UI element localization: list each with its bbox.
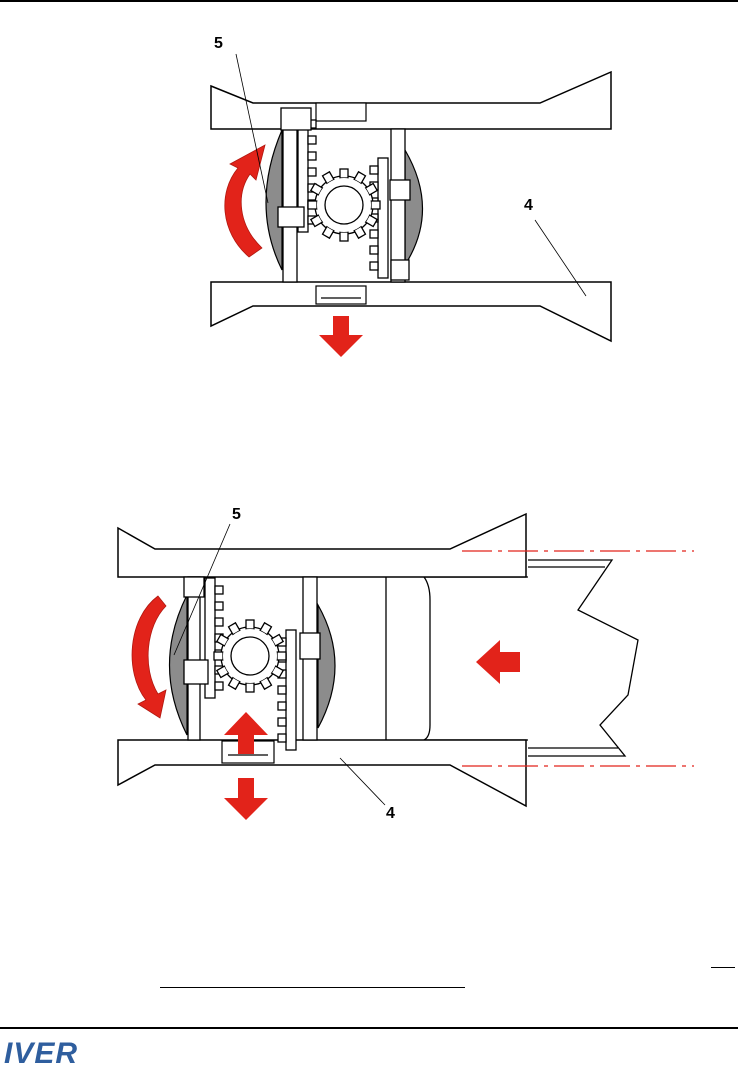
top-disc-left	[266, 130, 282, 270]
footnote-rule-short	[711, 967, 735, 968]
top-bar-upper	[211, 72, 611, 129]
bottom-left-arrow	[476, 640, 520, 684]
logo-text: IVER	[4, 1037, 78, 1066]
top-upper-slot	[316, 103, 366, 121]
bottom-bar-lower	[118, 740, 526, 806]
bottom-disc-right	[318, 605, 335, 728]
iver-logo: IVER	[4, 1036, 90, 1066]
bottom-rotation-arrow	[132, 596, 166, 718]
footer-rule	[0, 1027, 738, 1029]
top-callout-bar: 4	[524, 197, 533, 214]
bottom-tube	[528, 560, 638, 756]
top-down-arrow	[319, 316, 363, 357]
bottom-bar-upper	[118, 514, 526, 577]
top-bar-lower	[211, 282, 611, 341]
figure-top: 5 4	[211, 35, 611, 357]
bottom-down-arrow	[224, 778, 268, 820]
bottom-callout-bar: 4	[386, 805, 395, 822]
top-callout-ring: 5	[214, 35, 223, 52]
bottom-callout-ring: 5	[232, 506, 241, 523]
top-lower-slot	[316, 286, 366, 304]
top-disc-right	[405, 150, 423, 265]
figure-bottom: 5 4	[118, 506, 694, 822]
footnote-rule	[160, 987, 465, 988]
